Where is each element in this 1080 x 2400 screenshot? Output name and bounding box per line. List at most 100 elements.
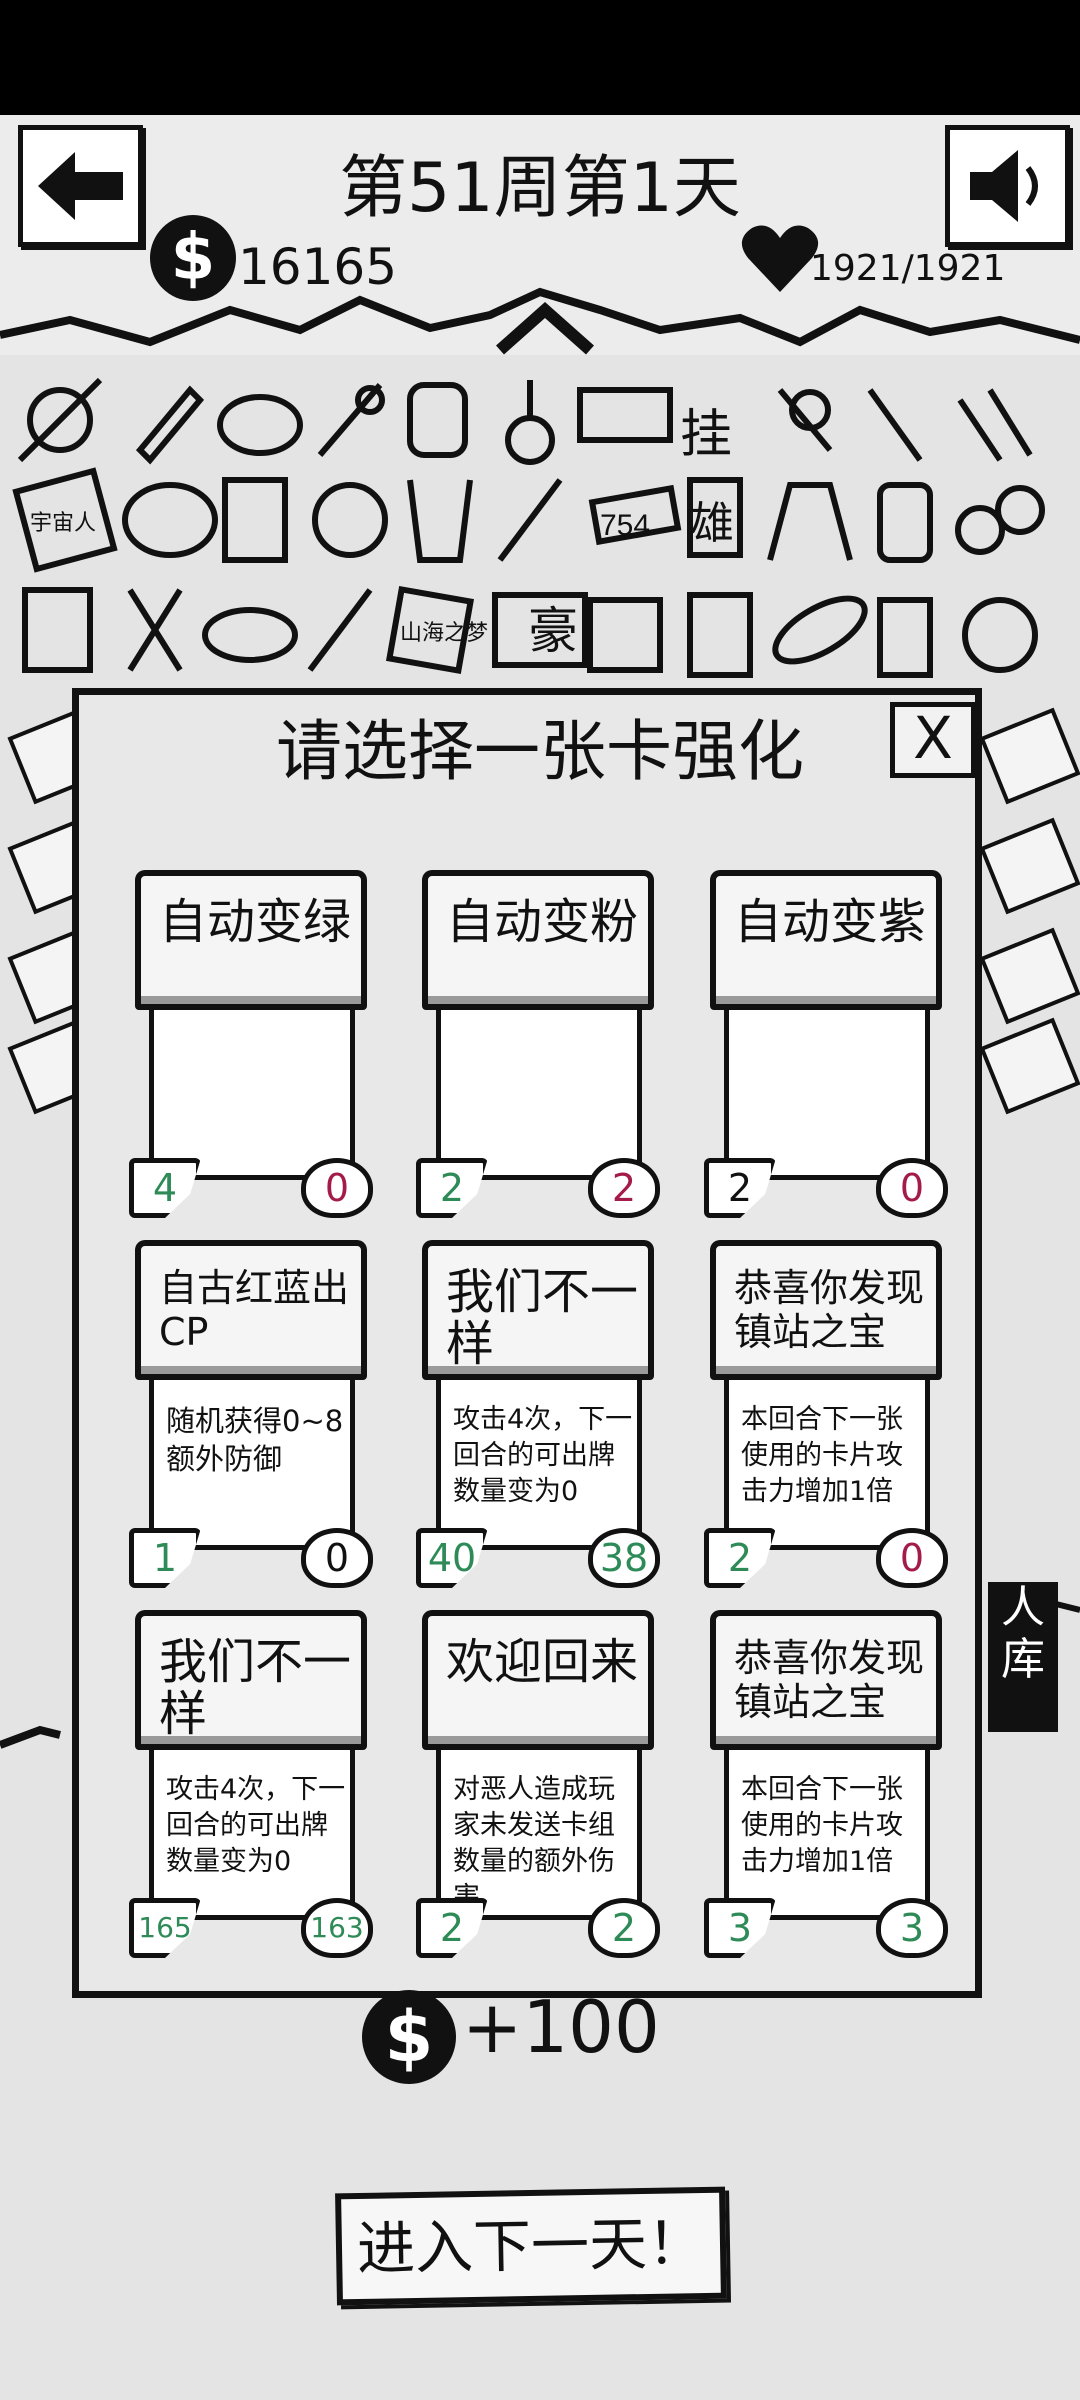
item-icon bbox=[307, 588, 373, 672]
item-icon bbox=[587, 597, 663, 673]
card-body: 攻击4次，下一回合的可出牌数量变为0 bbox=[436, 1380, 642, 1550]
card-cost-badge: 2 bbox=[704, 1158, 776, 1218]
card-body: 对恶人造成玩家未发送卡组数量的额外伤害 bbox=[436, 1750, 642, 1920]
card-name: 欢迎回来 bbox=[446, 1634, 639, 1690]
card-name: 我们不一样 bbox=[446, 1264, 639, 1372]
chevron-up-icon[interactable] bbox=[490, 300, 600, 360]
next-day-button[interactable]: 进入下一天！ bbox=[335, 2186, 727, 2306]
card-value-badge: 38 bbox=[588, 1528, 660, 1588]
item-icon bbox=[407, 479, 473, 563]
item-icon bbox=[577, 387, 673, 443]
back-button[interactable] bbox=[18, 125, 143, 247]
card-header: 欢迎回来 bbox=[422, 1610, 654, 1750]
card-header: 自古红蓝出CP bbox=[135, 1240, 367, 1380]
money-value: 16165 bbox=[238, 238, 398, 296]
dialog-title: 请选择一张卡强化 bbox=[276, 713, 804, 790]
reward-text: +100 bbox=[462, 1985, 660, 2069]
item-icon bbox=[777, 388, 833, 452]
sound-button[interactable] bbox=[945, 125, 1070, 247]
speaker-icon bbox=[970, 150, 1038, 222]
card-name: 自动变绿 bbox=[159, 894, 352, 950]
item-icon bbox=[979, 927, 1080, 1025]
item-label: 山海之梦 bbox=[400, 620, 488, 645]
item-icon bbox=[767, 482, 853, 561]
close-button[interactable]: X bbox=[890, 702, 976, 778]
card-description: 本回合下一张使用的卡片攻击力增加1倍 bbox=[741, 1774, 903, 1877]
card-name: 我们不一样 bbox=[159, 1634, 352, 1742]
card-description: 对恶人造成玩家未发送卡组数量的额外伤害 bbox=[453, 1774, 615, 1913]
card[interactable]: 自动变紫 2 0 bbox=[704, 870, 948, 1218]
card-header: 自动变粉 bbox=[422, 870, 654, 1010]
card-value-badge: 3 bbox=[876, 1898, 948, 1958]
card-body bbox=[149, 1010, 355, 1180]
card-value-badge: 0 bbox=[876, 1528, 948, 1588]
item-icon bbox=[222, 477, 288, 563]
card-body bbox=[724, 1010, 930, 1180]
item-icon bbox=[867, 388, 923, 462]
item-icon bbox=[588, 484, 682, 546]
item-icon bbox=[127, 588, 183, 672]
card-body: 本回合下一张使用的卡片攻击力增加1倍 bbox=[724, 1750, 930, 1920]
item-icon bbox=[877, 482, 933, 563]
card-header: 恭喜你发现镇站之宝 bbox=[710, 1240, 942, 1380]
item-icon bbox=[979, 817, 1080, 915]
item-icon bbox=[317, 383, 385, 457]
card-name: 自动变粉 bbox=[446, 894, 639, 950]
item-label: 挂 bbox=[680, 406, 732, 464]
card-name: 自古红蓝出CP bbox=[159, 1266, 350, 1354]
item-icon bbox=[407, 382, 468, 458]
card-name: 恭喜你发现镇站之宝 bbox=[734, 1266, 925, 1354]
card-value-badge: 0 bbox=[301, 1528, 373, 1588]
card-header: 我们不一样 bbox=[135, 1610, 367, 1750]
card-description: 随机获得0~8额外防御 bbox=[166, 1404, 344, 1476]
item-icon bbox=[979, 1017, 1080, 1115]
card-body: 本回合下一张使用的卡片攻击力增加1倍 bbox=[724, 1380, 930, 1550]
hp-value: 1921/1921 bbox=[810, 248, 1006, 289]
card-body: 随机获得0~8额外防御 bbox=[149, 1380, 355, 1550]
torn-edge bbox=[0, 287, 1080, 347]
item-icon bbox=[135, 385, 205, 465]
card-header: 自动变绿 bbox=[135, 870, 367, 1010]
item-icon bbox=[955, 485, 1045, 555]
item-label: 雄 bbox=[690, 499, 734, 548]
item-icon bbox=[505, 380, 555, 465]
item-label: 宇宙人 bbox=[30, 510, 96, 535]
card-value-badge: 0 bbox=[301, 1158, 373, 1218]
item-icon bbox=[17, 377, 103, 463]
card-description: 攻击4次，下一回合的可出牌数量变为0 bbox=[453, 1404, 633, 1507]
card-description: 攻击4次，下一回合的可出牌数量变为0 bbox=[166, 1774, 346, 1877]
item-icon bbox=[385, 585, 475, 675]
day-title: 第51周第1天 bbox=[339, 149, 741, 228]
deck-tab[interactable]: 人库 bbox=[988, 1582, 1058, 1732]
item-icon bbox=[12, 467, 118, 573]
item-icon bbox=[492, 592, 588, 668]
item-label: 754 bbox=[600, 509, 650, 542]
coin-icon: $ bbox=[150, 215, 236, 301]
card-value-badge: 163 bbox=[301, 1898, 373, 1958]
item-collection: 挂 754 雄 豪 山海之梦 宇宙人 bbox=[0, 360, 1080, 690]
card-body: 攻击4次，下一回合的可出牌数量变为0 bbox=[149, 1750, 355, 1920]
card-value-badge: 0 bbox=[876, 1158, 948, 1218]
heart-icon bbox=[741, 225, 819, 292]
card-body bbox=[436, 1010, 642, 1180]
item-icon bbox=[202, 607, 298, 663]
item-icon bbox=[22, 587, 93, 673]
item-icon bbox=[687, 477, 743, 558]
card-name: 自动变紫 bbox=[734, 894, 927, 950]
card-header: 自动变紫 bbox=[710, 870, 942, 1010]
card-value-badge: 2 bbox=[588, 1898, 660, 1958]
card-value-badge: 2 bbox=[588, 1158, 660, 1218]
item-icon bbox=[957, 388, 1033, 462]
card-name: 恭喜你发现镇站之宝 bbox=[734, 1636, 925, 1724]
arrow-left-icon bbox=[38, 152, 123, 220]
card-header: 恭喜你发现镇站之宝 bbox=[710, 1610, 942, 1750]
item-label: 豪 bbox=[528, 603, 578, 659]
